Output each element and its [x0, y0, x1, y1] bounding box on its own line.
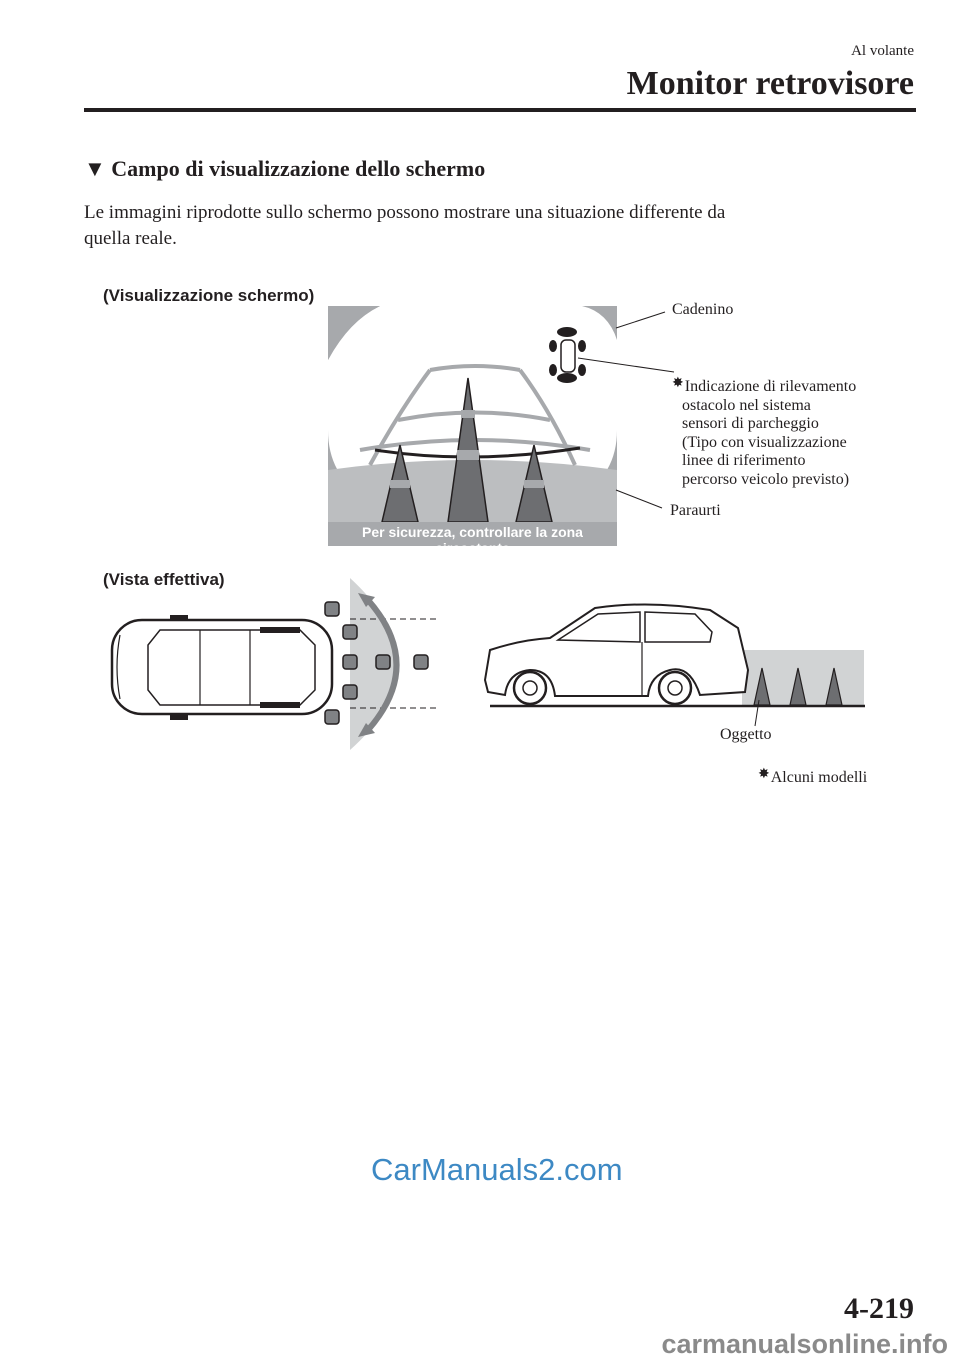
callout-cadenino: Cadenino	[672, 301, 733, 320]
callout-indicator-line-3: sensori di parcheggio	[672, 415, 856, 434]
callout-indicator-line-4: (Tipo con visualizzazione	[672, 434, 856, 453]
top-view-illustration	[100, 575, 450, 755]
callout-indicator-line-6: percorso veicolo previsto)	[672, 471, 856, 490]
page-title: Monitor retrovisore	[627, 64, 914, 104]
intro-paragraph: Le immagini riprodotte sullo schermo pos…	[84, 200, 914, 252]
screen-safety-banner: Per sicurezza, controllare la zona circo…	[328, 524, 617, 556]
screen-caption: (Visualizzazione schermo)	[103, 286, 314, 306]
monitor-screen-illustration	[320, 300, 680, 552]
section-heading: ▼ Campo di visualizzazione dello schermo	[84, 155, 485, 183]
intro-line-2: quella reale.	[84, 226, 914, 252]
callout-paraurti: Paraurti	[670, 502, 721, 521]
callout-indicator-line-5: linee di riferimento	[672, 452, 856, 471]
section-heading-text: Campo di visualizzazione dello schermo	[111, 156, 485, 181]
triangle-marker-icon: ▼	[84, 156, 106, 181]
asterisk-icon: ✸	[758, 767, 770, 782]
object-label: Oggetto	[720, 726, 772, 745]
watermark-logo: CarManuals2.com	[371, 1152, 623, 1188]
section-label: Al volante	[851, 42, 914, 60]
callout-indicator-line-1: Indicazione di rilevamento	[685, 378, 856, 395]
asterisk-icon: ✸	[672, 376, 684, 391]
footer-url: carmanualsonline.info	[661, 1328, 948, 1360]
callout-indicator: ✸Indicazione di rilevamento ostacolo nel…	[672, 375, 856, 489]
page-number: 4-219	[844, 1292, 914, 1326]
header-rule	[84, 108, 916, 112]
intro-line-1: Le immagini riprodotte sullo schermo pos…	[84, 200, 914, 226]
callout-indicator-line-2: ostacolo nel sistema	[672, 397, 856, 416]
footnote-text: Alcuni modelli	[771, 769, 867, 786]
footnote: ✸Alcuni modelli	[758, 766, 867, 788]
side-view-illustration	[480, 600, 870, 735]
